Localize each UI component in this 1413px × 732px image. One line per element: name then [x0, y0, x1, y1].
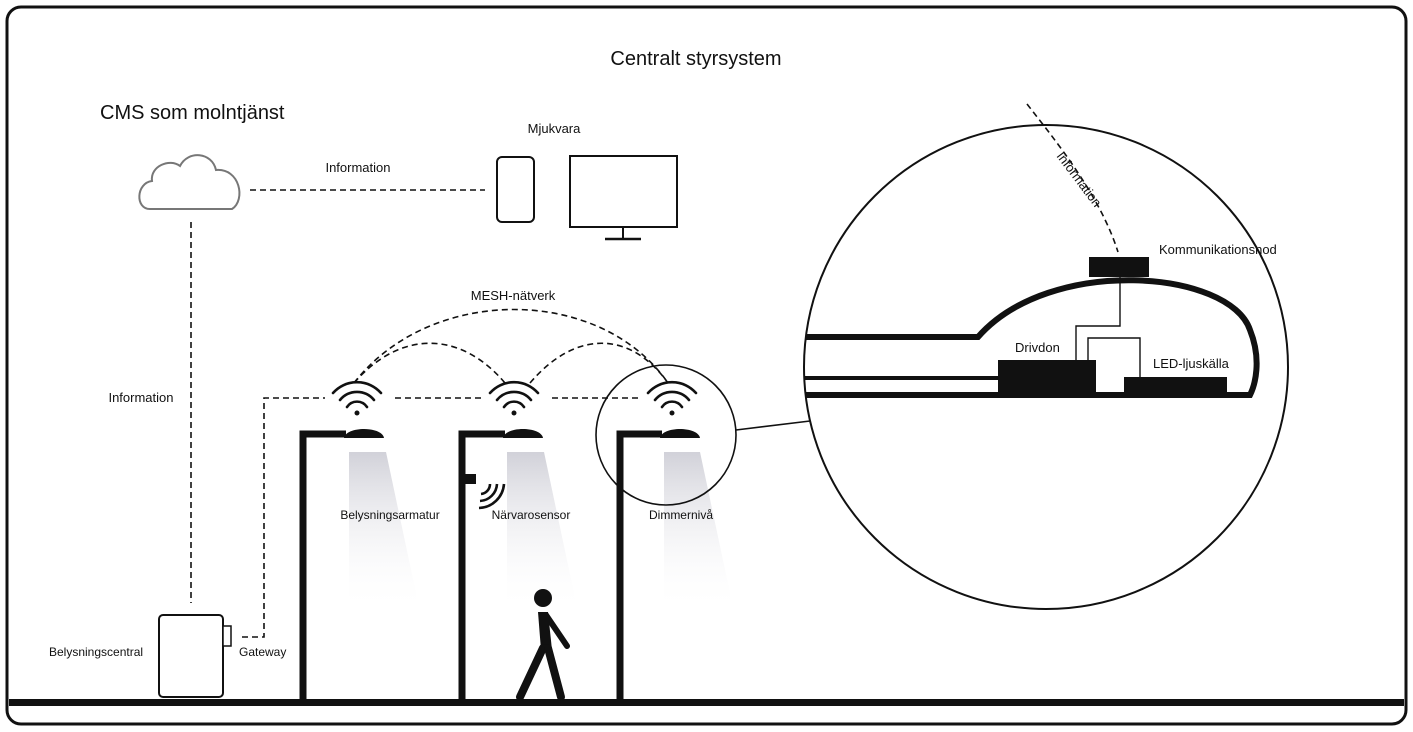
person-icon: [516, 589, 570, 701]
light-beam: [507, 452, 578, 612]
light-beam: [664, 452, 734, 612]
pole-3-label: Dimmernivå: [649, 508, 713, 522]
driver-label: Drivdon: [1015, 340, 1060, 355]
luminaire-detail: [804, 257, 1260, 398]
led-block: [1124, 377, 1227, 395]
lighting-central-label: Belysningscentral: [49, 645, 143, 659]
node-label: Kommunikationsnod: [1159, 242, 1277, 257]
sensor-signal-icon: [478, 483, 506, 510]
magnifier-connector: [735, 420, 811, 431]
node-info-link: [1026, 103, 1119, 253]
pole-2-label: Närvarosensor: [492, 508, 571, 522]
pole-1: [299, 380, 420, 700]
driver-block: [998, 360, 1096, 395]
gateway-link: [242, 397, 325, 638]
gateway-label: Gateway: [239, 645, 286, 659]
communication-node: [1089, 257, 1149, 277]
light-beam: [349, 452, 420, 612]
gateway-module: [222, 625, 232, 647]
cloud-title: CMS som molntjänst: [100, 102, 285, 124]
magnifier-circle: [595, 364, 737, 506]
wifi-icon: [646, 380, 698, 416]
pole-2: [458, 380, 578, 700]
mesh-arc-2: [529, 342, 669, 384]
wifi-icon: [488, 380, 540, 416]
pole-3: [616, 380, 734, 700]
pole-1-label: Belysningsarmatur: [340, 508, 439, 522]
software-label: Mjukvara: [528, 121, 582, 136]
cloud-icon: [138, 154, 241, 210]
diagram-frame: [5, 5, 1408, 726]
cloud-software-link-label: Information: [325, 160, 390, 175]
ground-line: [9, 699, 1404, 706]
lighting-central-box: [158, 614, 224, 698]
led-label: LED-ljuskälla: [1153, 356, 1230, 371]
presence-sensor: [465, 474, 476, 484]
diagram-title: Centralt styrsystem: [610, 48, 781, 70]
monitor-icon: [569, 155, 678, 241]
mesh-arc-long: [353, 308, 669, 384]
cloud-central-link-label: Information: [108, 390, 173, 405]
wifi-icon: [331, 380, 383, 416]
mesh-arc-1: [353, 342, 506, 384]
mesh-label: MESH-nätverk: [471, 288, 556, 303]
phone-icon: [496, 156, 535, 223]
